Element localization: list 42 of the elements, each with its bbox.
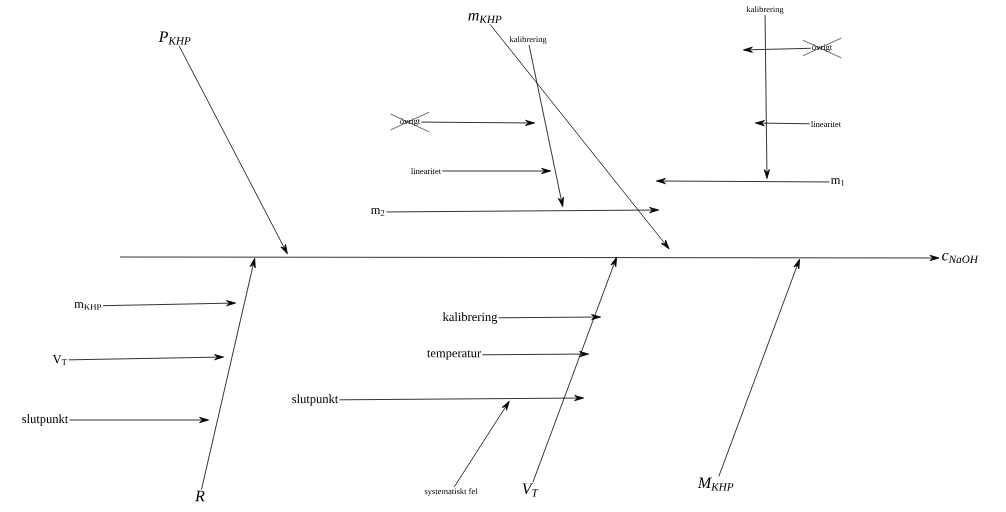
cause-label: slutpunkt [292, 394, 339, 406]
arrow [532, 256, 617, 483]
arrow [528, 44, 564, 207]
arrow [656, 178, 830, 185]
cause-label: linearitet [811, 121, 842, 127]
cause-label: m$_{KHP}$ [74, 302, 101, 310]
arrow [201, 258, 256, 490]
arrow [763, 14, 770, 179]
arrow [489, 23, 670, 250]
arrow [481, 351, 589, 358]
arrow [755, 120, 811, 127]
arrow [178, 45, 288, 255]
arrow [453, 400, 510, 488]
cause-label: kalibrering [746, 6, 784, 14]
cause-label: systematiskt fel [424, 488, 478, 496]
cause-label: slutpunkt [22, 414, 69, 426]
arrow [441, 167, 551, 175]
cause-label: c$_{NaOH}$ [942, 252, 979, 264]
arrow [339, 395, 584, 402]
arrow [69, 416, 209, 424]
cause-label: m$_{KHP}$ [468, 12, 502, 24]
cause-label: m$_{1}$ [831, 178, 845, 186]
cause-label: övrigt [400, 118, 421, 126]
cause-label: P$_{KHP}$ [158, 31, 191, 45]
cause-label: temperatur [427, 350, 481, 360]
arrow [718, 258, 800, 477]
cause-label: m$_{2}$ [370, 208, 385, 216]
arrow [743, 46, 812, 53]
arrow [102, 300, 236, 307]
cause-label: kalibrering [442, 312, 498, 324]
arrow [420, 119, 535, 126]
cause-label: R [195, 490, 205, 502]
cause-label: övrigt [812, 44, 833, 52]
cause-label: V$_{T}$ [522, 483, 539, 497]
arrow [498, 314, 601, 321]
cause-label: V$_{T}$ [52, 355, 67, 365]
cause-label: kalibrering [509, 36, 547, 44]
arrow [119, 254, 940, 261]
cause-label: linearitet [411, 168, 442, 174]
arrow [386, 207, 659, 214]
cause-label: M$_{KHP}$ [697, 477, 734, 491]
arrow [68, 354, 224, 361]
